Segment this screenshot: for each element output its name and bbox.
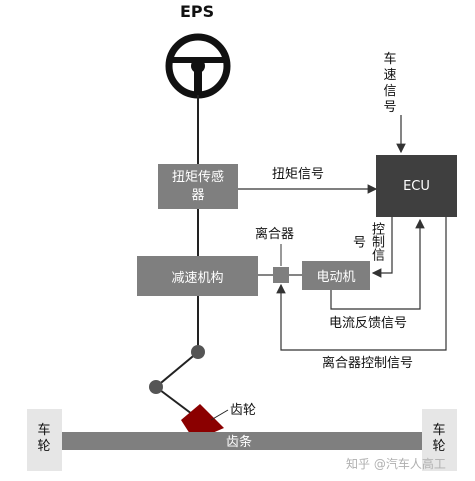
vehicle-speed-label: 车速信号 [383, 52, 397, 115]
pinion-label: 齿轮 [230, 403, 257, 418]
clutch-control-label: 离合器控制信号 [322, 356, 414, 371]
reducer-block: 减速机构 [137, 256, 258, 296]
upper-joint [191, 345, 205, 359]
lower-joint [149, 380, 163, 394]
intermediate-shaft [155, 351, 199, 388]
steering-wheel-icon [165, 33, 231, 99]
diagram-title: EPS [180, 2, 215, 21]
watermark: 知乎 @汽车人高工 [346, 457, 446, 471]
right-wheel-label: 车轮 [432, 423, 446, 454]
right-wheel: 车轮 [422, 409, 457, 471]
clutch-label: 离合器 [255, 227, 295, 242]
current-feedback-label: 电流反馈信号 [329, 316, 408, 331]
clutch-square [273, 267, 289, 283]
torque-sensor-block: 扭矩传感器 [158, 164, 238, 209]
rack-label: 齿条 [226, 435, 253, 450]
rack-bar [62, 432, 422, 450]
left-wheel-label: 车轮 [37, 423, 51, 454]
pinion-leader [210, 409, 229, 421]
motor-block: 电动机 [302, 261, 370, 290]
control-signal-arrow [371, 217, 393, 278]
pinion-gear [181, 404, 224, 434]
ecu-block: ECU [376, 155, 457, 217]
left-wheel: 车轮 [27, 409, 62, 471]
current-feedback-arrow [330, 218, 425, 310]
control-signal-label: 控制信号 [350, 221, 384, 261]
clutch-control-arrow [276, 217, 447, 351]
torque-signal-label: 扭矩信号 [272, 167, 325, 182]
